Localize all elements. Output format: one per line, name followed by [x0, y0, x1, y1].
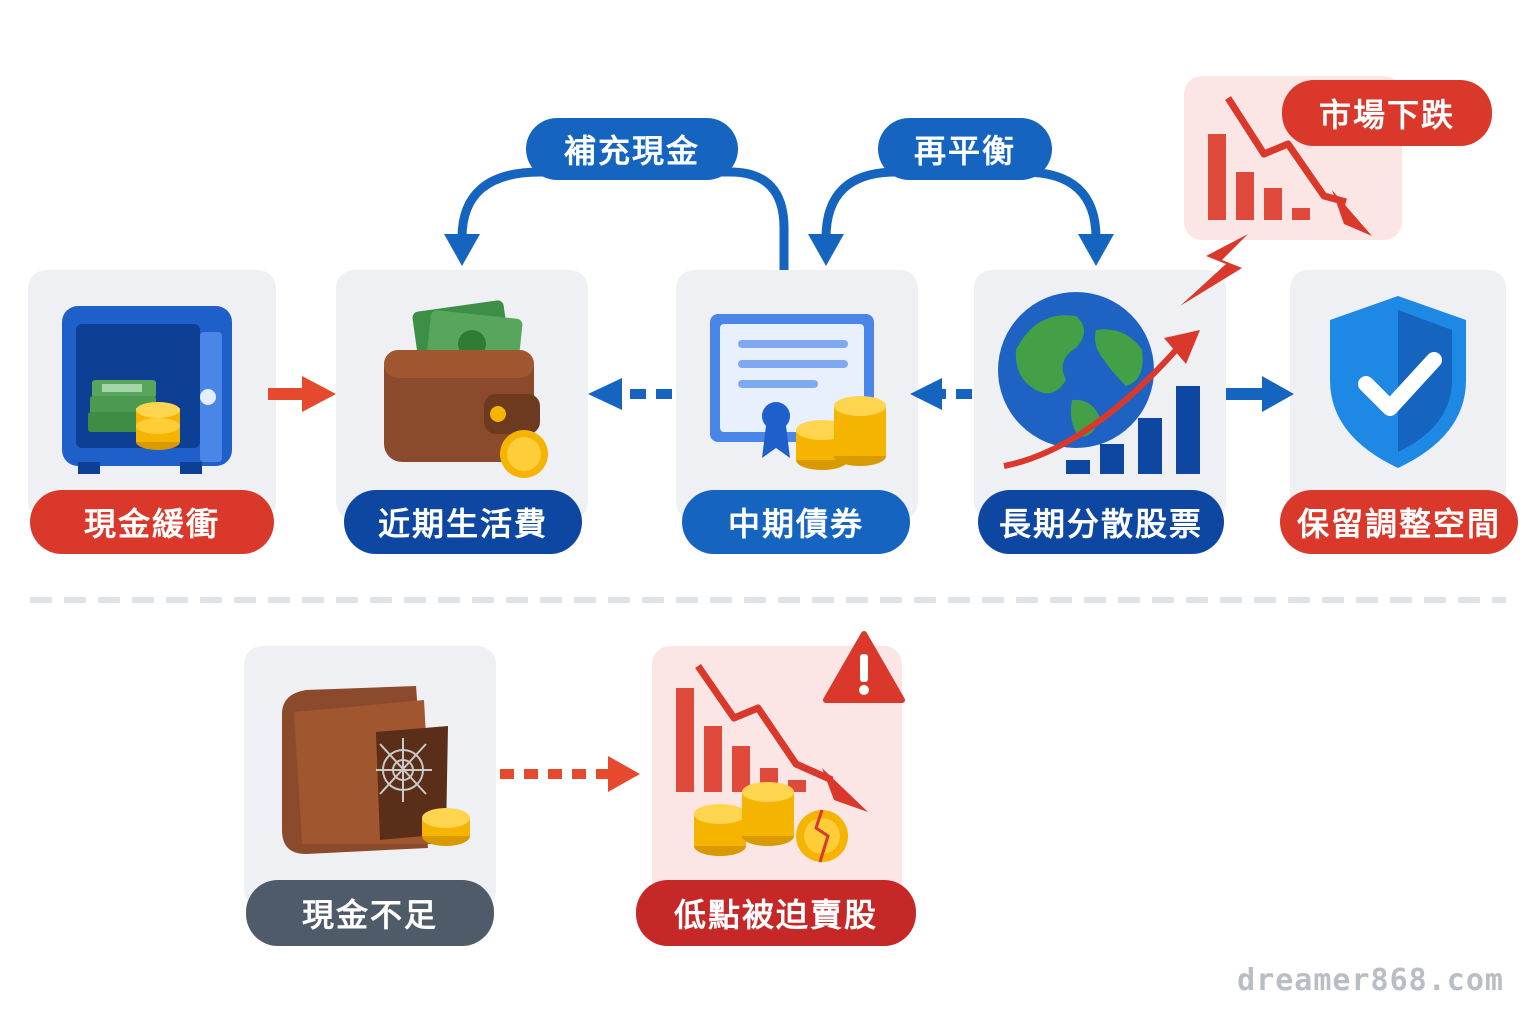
- lightning-icon: [1180, 234, 1248, 306]
- globe-growth-icon: [998, 292, 1200, 474]
- shield-check-icon: [1330, 296, 1466, 468]
- arrow-insufficient-to-forced: [500, 756, 640, 792]
- rebalance-curve: [808, 167, 1114, 266]
- mid-bonds-label: 中期債券: [682, 490, 910, 554]
- market-drop-label: 市場下跌: [1282, 80, 1492, 146]
- insufficient-cash-label: 現金不足: [246, 880, 494, 946]
- arrow-cash-to-living: [268, 376, 336, 412]
- living-expenses-label: 近期生活費: [344, 490, 582, 554]
- keep-room-label: 保留調整空間: [1280, 490, 1518, 554]
- cash-buffer-label: 現金緩衝: [30, 490, 274, 554]
- safe-icon: [62, 306, 232, 474]
- forced-sell-chart-icon: [676, 664, 868, 863]
- arrow-bonds-to-living: [588, 378, 672, 410]
- rebalance-label: 再平衡: [878, 118, 1052, 180]
- market-drop-chart-icon: [1208, 96, 1372, 236]
- wallet-money-icon: [384, 300, 548, 478]
- empty-wallet-icon: [282, 686, 470, 854]
- long-stocks-label: 長期分散股票: [978, 490, 1224, 554]
- watermark: dreamer868.com: [1237, 963, 1504, 998]
- replenish-cash-curve: [444, 167, 789, 270]
- forced-sell-label: 低點被迫賣股: [636, 880, 916, 946]
- warning-icon: [823, 631, 905, 703]
- bond-certificate-icon: [710, 314, 886, 470]
- replenish-cash-label: 補充現金: [526, 118, 738, 180]
- arrow-stocks-to-shield: [1226, 376, 1294, 412]
- arrow-stocks-to-bonds: [910, 378, 972, 410]
